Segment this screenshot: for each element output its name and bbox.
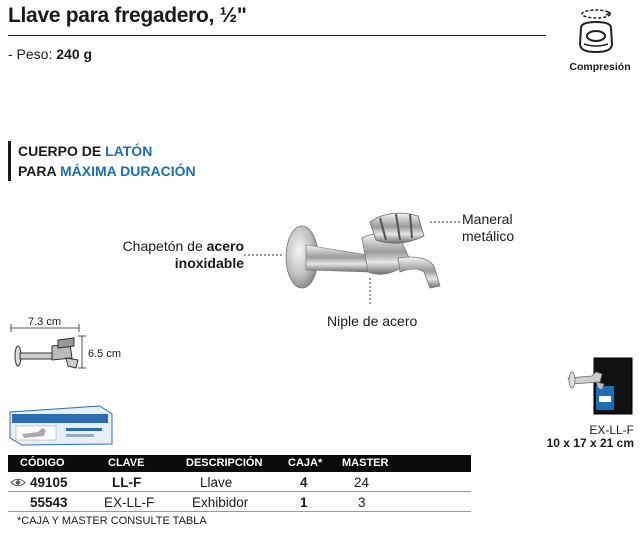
callout-handle: Maneral metálico: [462, 211, 514, 245]
callout-nipple: Niple de acero: [327, 313, 418, 329]
header-caja: CAJA*: [288, 457, 323, 469]
callout-flange-text: Chapetón de: [122, 238, 207, 254]
headline-line-2: PARA MÁXIMA DURACIÓN: [18, 161, 196, 181]
headline-line-1-highlight: LATÓN: [105, 143, 153, 159]
headline-line-1: CUERPO DE LATÓN: [18, 141, 196, 161]
eye-icon[interactable]: [10, 478, 26, 487]
cell-clave: LL-F: [112, 475, 142, 490]
header-clave: CLAVE: [108, 457, 145, 469]
callout-handle-line-1: Maneral: [462, 211, 513, 227]
row-divider: [8, 491, 471, 492]
cell-master: 24: [354, 475, 370, 490]
headline-line-2-prefix: PARA: [18, 163, 60, 179]
headline-line-1-prefix: CUERPO DE: [18, 143, 106, 159]
headline-line-2-highlight: MÁXIMA DURACIÓN: [60, 163, 196, 179]
callout-flange-line-2: inoxidable: [174, 255, 244, 271]
faucet-image: [244, 212, 460, 304]
cell-clave: EX-LL-F: [104, 495, 155, 510]
exhibitor-size: 10 x 17 x 21 cm: [546, 436, 634, 450]
exhibitor-image: [567, 357, 633, 415]
cell-caja: 4: [300, 475, 308, 490]
row-divider: [8, 511, 471, 512]
title-divider: [8, 35, 546, 36]
header-master: MASTER: [342, 457, 389, 469]
dimension-height: 6.5 cm: [88, 348, 122, 360]
weight-label: - Peso:: [8, 46, 57, 62]
table-footnote: *CAJA Y MASTER CONSULTE TABLA: [17, 515, 207, 527]
cell-descripcion: Exhibidor: [192, 495, 249, 510]
callout-flange: Chapetón de acero inoxidable: [60, 238, 244, 272]
exhibitor-code: EX-LL-F: [589, 423, 634, 437]
weight-line: - Peso: 240 g: [8, 46, 92, 62]
cell-caja: 1: [300, 495, 308, 510]
table-row: 55543 EX-LL-F Exhibidor 1 3: [8, 494, 471, 510]
callout-handle-line-2: metálico: [462, 228, 515, 244]
callout-flange-bold: acero: [206, 238, 244, 254]
cell-codigo: 49105: [30, 475, 68, 490]
feature-label: Compresión: [569, 61, 631, 73]
cell-master: 3: [358, 495, 366, 510]
cell-codigo: 55543: [30, 495, 68, 510]
dimension-width: 7.3 cm: [28, 316, 62, 328]
headline: CUERPO DE LATÓN PARA MÁXIMA DURACIÓN: [8, 141, 196, 181]
compression-icon: [578, 9, 614, 54]
header-descripcion: DESCRIPCIÓN: [186, 457, 263, 469]
product-title: Llave para fregadero, ½": [8, 4, 247, 27]
cell-descripcion: Llave: [200, 475, 233, 490]
table-header: CÓDIGO CLAVE DESCRIPCIÓN CAJA* MASTER: [8, 455, 471, 472]
header-codigo: CÓDIGO: [20, 457, 65, 469]
dimension-drawing: [10, 324, 86, 369]
table-row: 49105 LL-F Llave 4 24: [8, 474, 471, 490]
package-image: [9, 405, 113, 446]
weight-value: 240 g: [56, 46, 93, 62]
